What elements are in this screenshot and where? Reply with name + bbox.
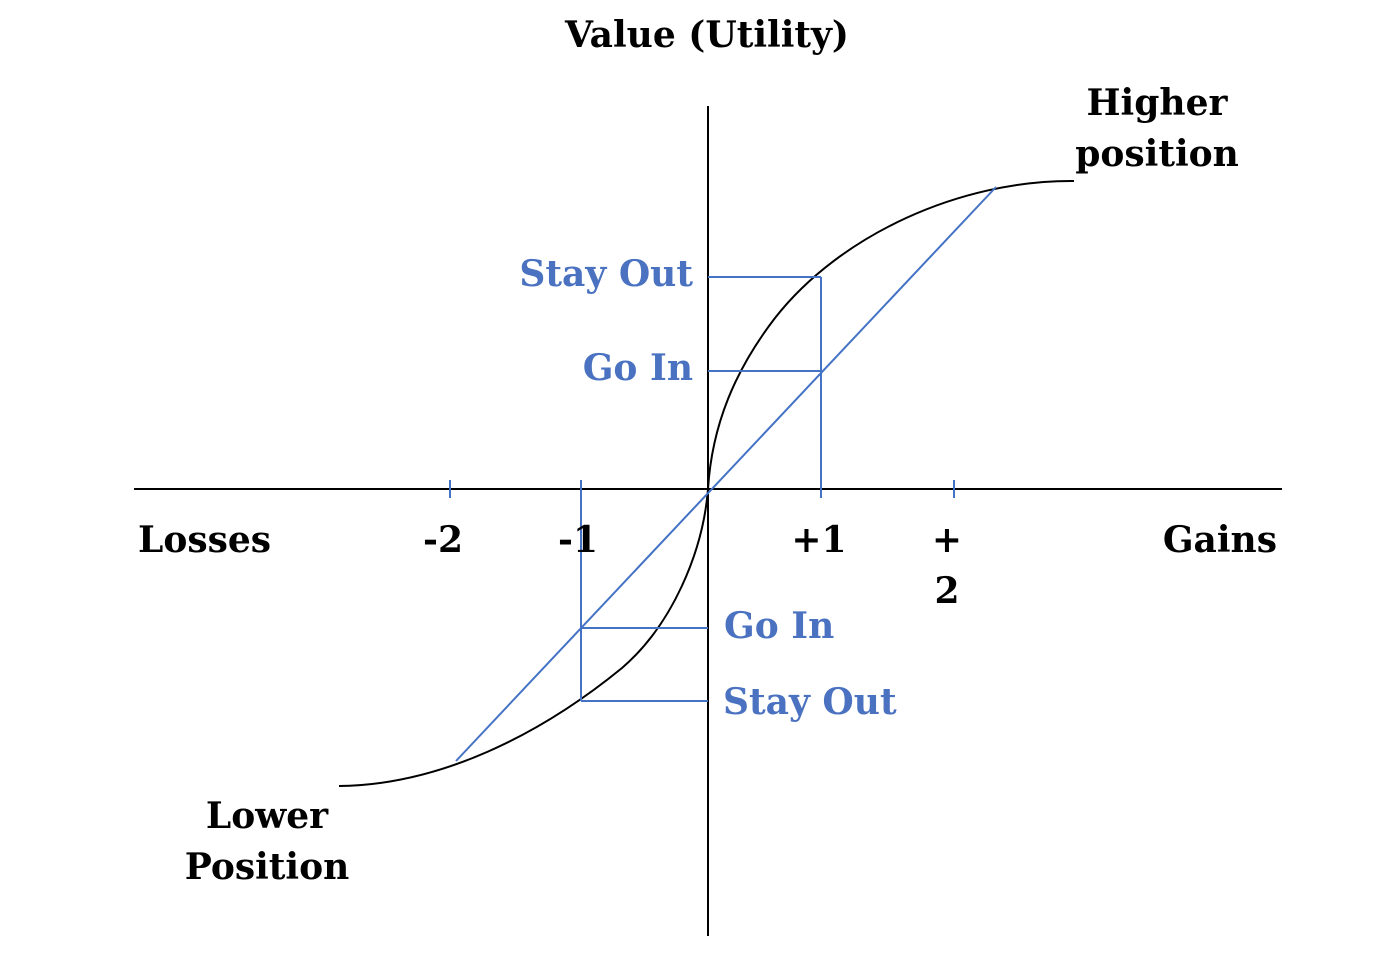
loss-go-in-label: Go In bbox=[724, 605, 834, 647]
tick-label-plus-1: +1 bbox=[791, 519, 846, 561]
lower-position-label-line2: Position bbox=[185, 846, 350, 888]
gain-stay-out-label: Stay Out bbox=[519, 253, 693, 295]
losses-label: Losses bbox=[138, 519, 271, 561]
lower-position-label-line1: Lower bbox=[206, 795, 329, 837]
tick-label-plus-2-digit: 2 bbox=[934, 570, 959, 612]
value-function-curve bbox=[338, 179, 1075, 787]
gain-go-in-label: Go In bbox=[583, 347, 693, 389]
loss-stay-out-label: Stay Out bbox=[723, 681, 897, 723]
diagram-title: Value (Utility) bbox=[564, 14, 849, 56]
higher-position-label-line1: Higher bbox=[1087, 82, 1229, 124]
gains-label: Gains bbox=[1163, 519, 1277, 561]
tick-label-minus-1: -1 bbox=[558, 519, 598, 561]
higher-position-label-line2: position bbox=[1075, 133, 1239, 175]
tick-label-minus-2: -2 bbox=[423, 519, 463, 561]
tick-label-plus-2-sign: + bbox=[932, 519, 962, 561]
linear-reference-line bbox=[455, 186, 997, 762]
